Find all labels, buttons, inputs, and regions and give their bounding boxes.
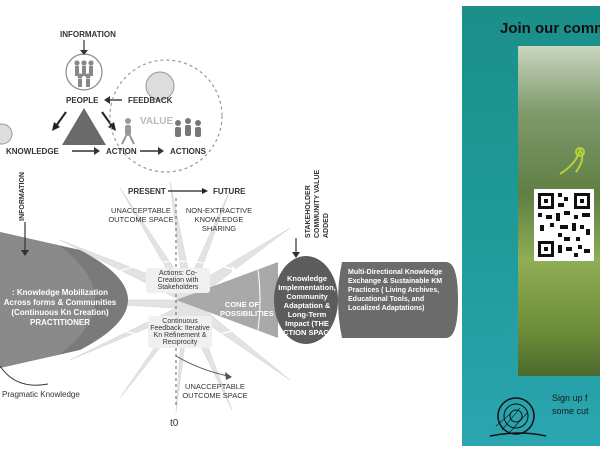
pragmatic-knowledge-label: Pragmatic Knowledge (2, 390, 80, 399)
walking-person-icon (121, 118, 135, 145)
non-extractive-label: NON-EXTRACTIVE KNOWLEDGE SHARING (185, 206, 253, 233)
signup-line-1: Sign up f (552, 393, 588, 403)
panel-title: Join our comm (500, 20, 600, 37)
snail-icon (489, 397, 547, 437)
people-icon-group (65, 53, 103, 91)
actions-label: ACTIONS (170, 147, 206, 156)
fern-icon (559, 147, 585, 175)
feedback-label: FEEDBACK (128, 96, 173, 105)
people-label: PEOPLE (66, 96, 99, 105)
implementation-ellipse (274, 256, 338, 344)
head-icon (145, 71, 175, 101)
community-panel: Join our comm Sign u (462, 6, 600, 446)
stakeholder-vertical-label: STAKEHOLDER COMMUNITY VALUE ADDED (305, 169, 330, 238)
future-label: FUTURE (213, 187, 246, 196)
top-information-label: INFORMATION (60, 30, 116, 39)
value-label: VALUE (140, 116, 174, 127)
multi-directional-label: Multi-Directional Knowledge Exchange & S… (348, 269, 443, 312)
unacceptable-top-label: UNACCEPTABLE OUTCOME SPACE (108, 206, 174, 224)
implementation-label: Knowledge Implementation, Community Adap… (277, 274, 337, 337)
present-label: PRESENT (128, 187, 166, 196)
qr-code[interactable] (534, 189, 594, 261)
cone-of-possibilities-label: CONE OF POSSIBILITIES (220, 300, 274, 318)
knowledge-label: KNOWLEDGE (6, 147, 59, 156)
cone-of-possibilities (176, 262, 278, 338)
actions-cocreation-label: Actions: Co-Creation with Stakeholders (146, 268, 210, 293)
knowledge-diagram (0, 40, 458, 413)
multi-directional-box (338, 262, 458, 338)
action-label: ACTION (106, 147, 137, 156)
continuous-feedback-label: Continuous Feedback: Iterative Kn Refine… (148, 316, 212, 348)
information-vertical-label: INFORMATION (19, 172, 26, 221)
signup-text: Sign up f some cut (552, 392, 589, 418)
value-circle (109, 59, 223, 173)
walking-people-icon (175, 118, 201, 137)
t0-label: t0 (170, 418, 179, 429)
unacceptable-bottom-label: UNACCEPTABLE OUTCOME SPACE (182, 382, 248, 400)
left-cone-label: : Knowledge Mobilization Across forms & … (3, 288, 117, 327)
triangle-icon (62, 108, 106, 145)
signup-line-2: some cut (552, 406, 589, 416)
